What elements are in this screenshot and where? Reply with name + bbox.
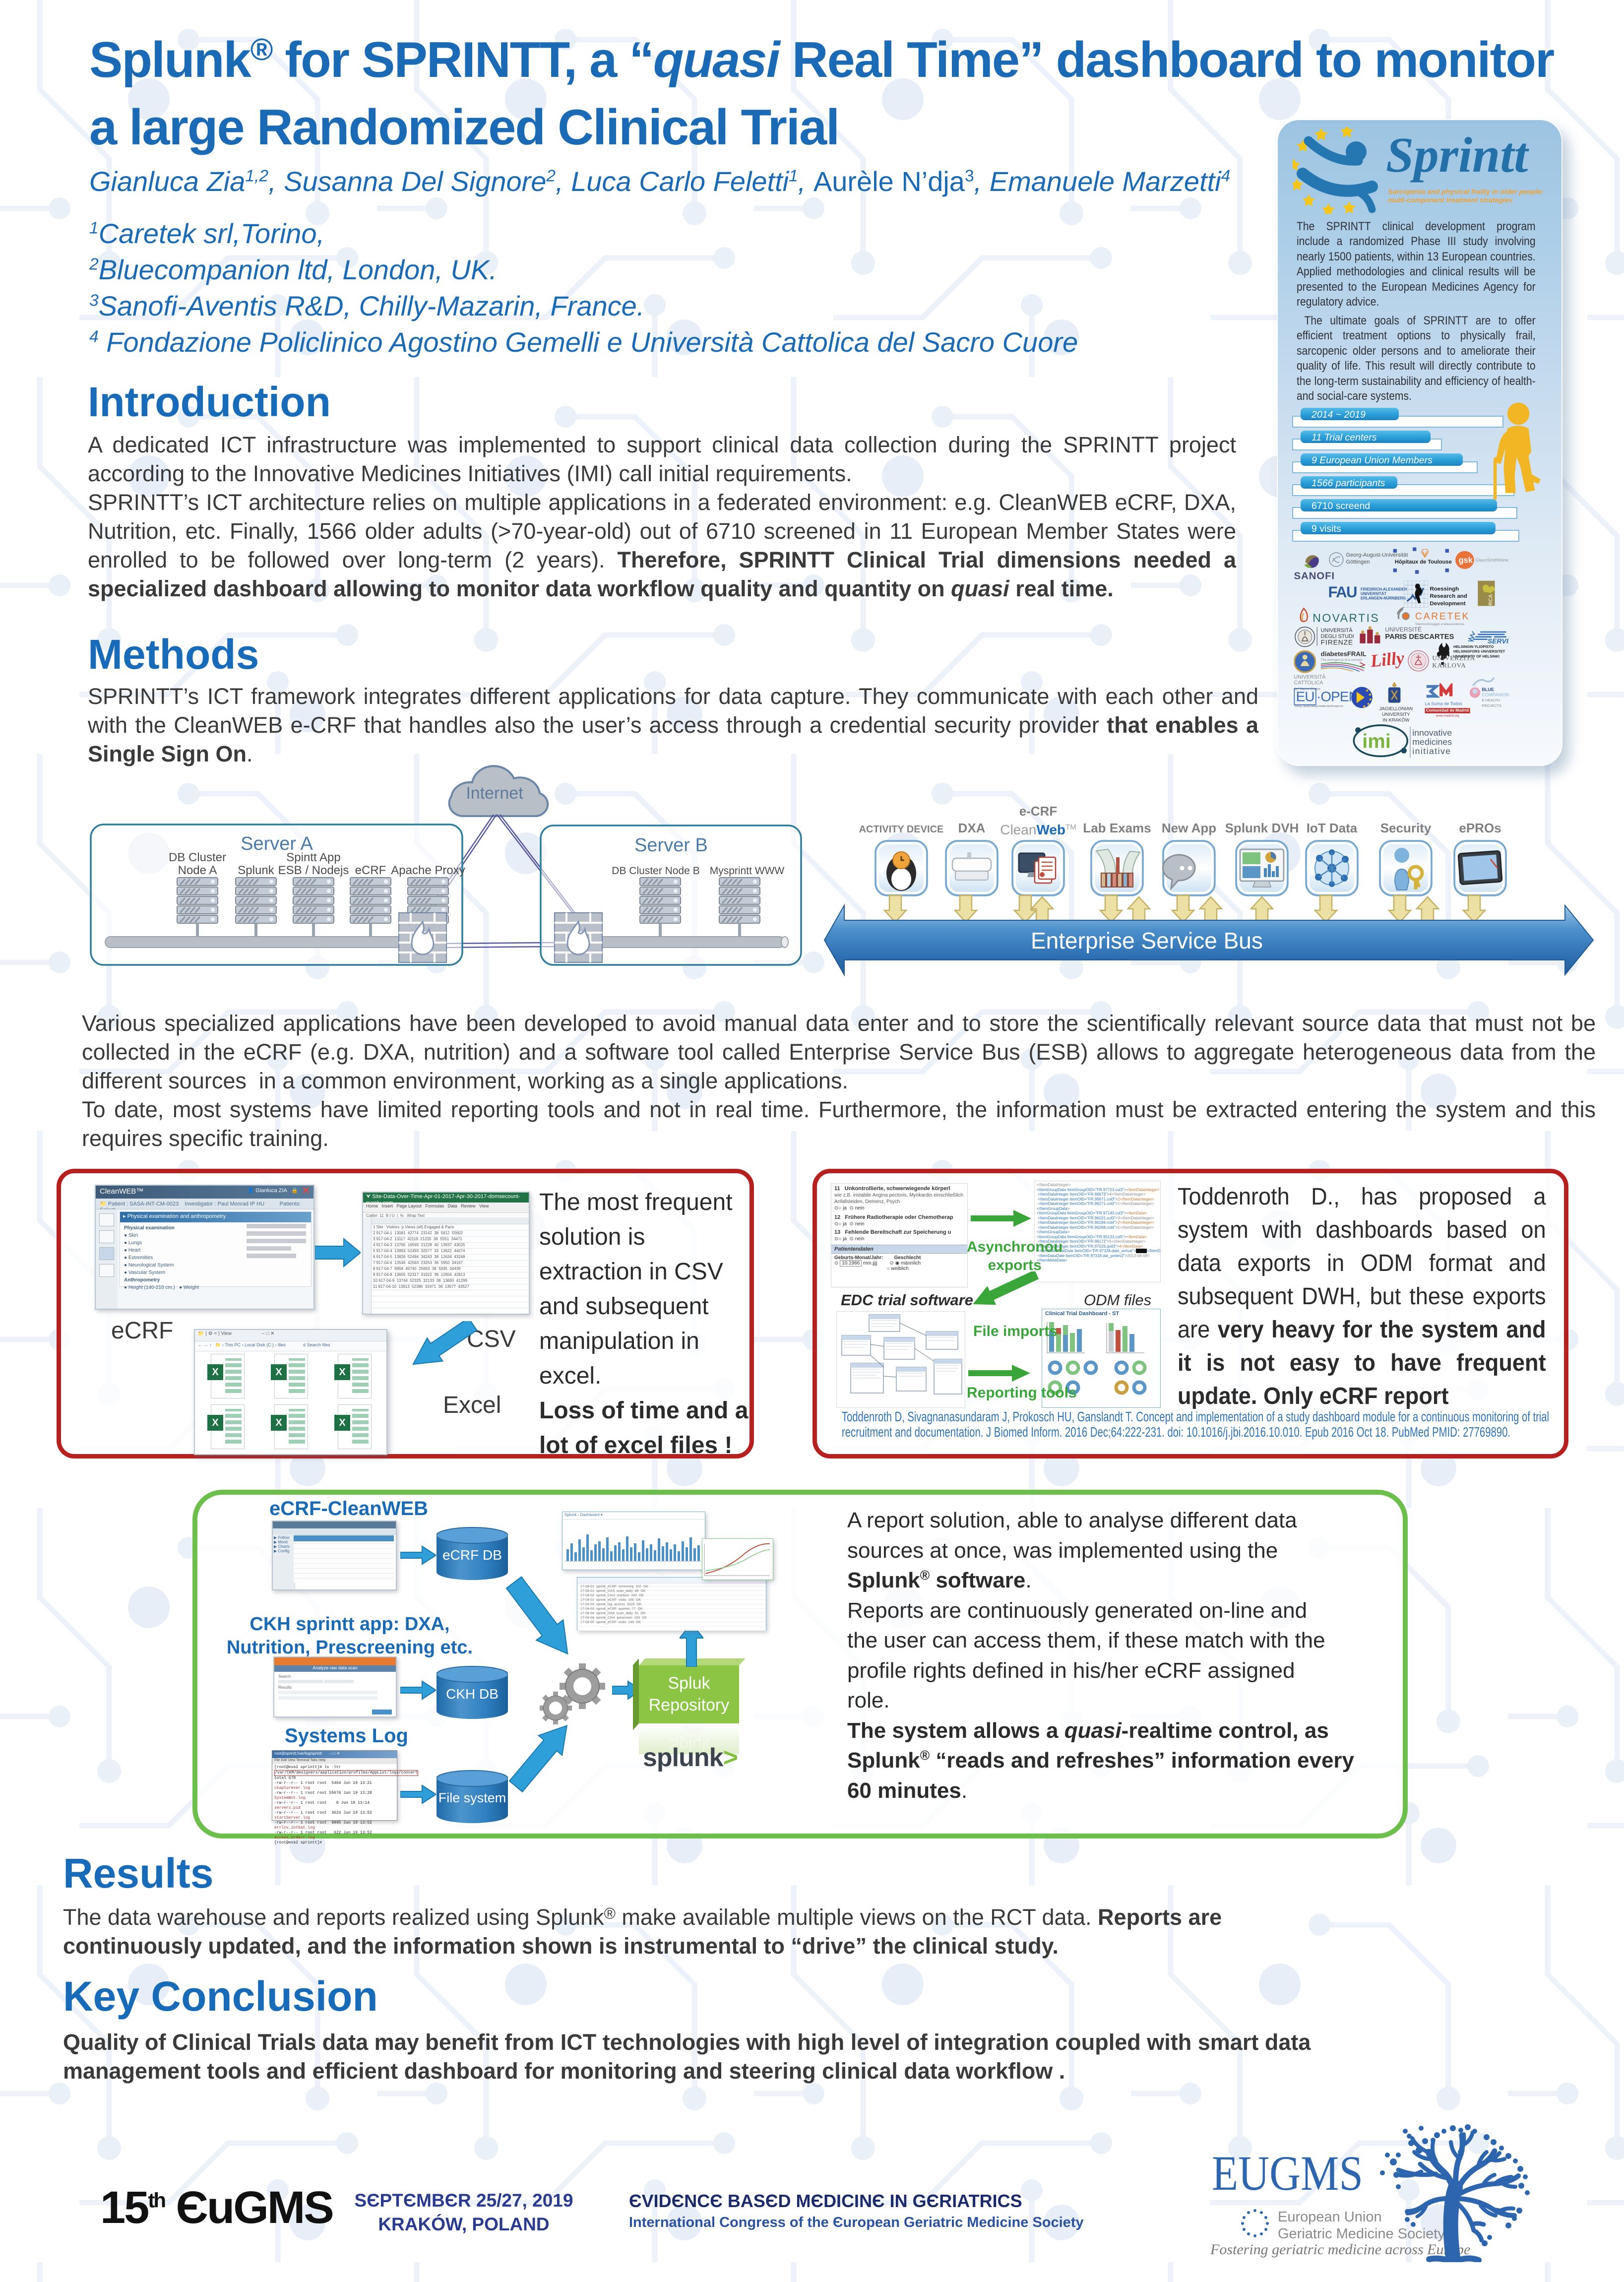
svg-text:EUGMS: EUGMS — [1212, 2146, 1363, 2201]
svg-text:Spintt App: Spintt App — [286, 851, 340, 864]
svg-text:SERVIER: SERVIER — [1488, 637, 1509, 644]
svg-text:Server A: Server A — [241, 833, 313, 854]
svg-text:Apache Proxy: Apache Proxy — [391, 864, 465, 877]
svg-text:Security: Security — [1380, 821, 1432, 835]
svg-text:6710 screend: 6710 screend — [1312, 501, 1370, 511]
svg-text:Toddenroth D, Sivagnanasundara: Toddenroth D, Sivagnanasundaram J, Proko… — [842, 1409, 1549, 1424]
svg-text:Mysprintt WWW: Mysprintt WWW — [710, 865, 785, 877]
svg-text:Server B: Server B — [634, 835, 708, 856]
svg-text:IoT Data: IoT Data — [1307, 821, 1358, 835]
svg-text:New App: New App — [1162, 821, 1216, 835]
svg-text:INRCA: INRCA — [1488, 594, 1494, 606]
svg-text:recruitment and documentation.: recruitment and documentation. J Biomed … — [842, 1424, 1510, 1440]
svg-text:innovative: innovative — [1412, 728, 1452, 738]
svg-text:ACTIVITY DEVICE: ACTIVITY DEVICE — [859, 824, 944, 835]
svg-text:Enterprise Service Bus: Enterprise Service Bus — [1031, 928, 1263, 953]
svg-text:2014 ~ 2019: 2014 ~ 2019 — [1311, 409, 1366, 420]
svg-text:imi: imi — [1362, 730, 1390, 752]
svg-text:initiative: initiative — [1412, 746, 1451, 756]
svg-text:11 Trial centers: 11 Trial centers — [1312, 432, 1377, 443]
svg-text:Internet: Internet — [466, 784, 523, 803]
svg-text:DB Cluster Node B: DB Cluster Node B — [612, 865, 699, 877]
svg-text:9 visits: 9 visits — [1312, 523, 1341, 534]
svg-text:DB Cluster: DB Cluster — [169, 851, 226, 864]
svg-text:9 European Union Members: 9 European Union Members — [1312, 455, 1433, 466]
svg-text:eCRF: eCRF — [355, 864, 386, 877]
svg-text:Splunk DVH: Splunk DVH — [1225, 821, 1299, 835]
svg-text:Splunk: Splunk — [238, 864, 274, 877]
svg-text:ePROs: ePROs — [1459, 821, 1501, 835]
svg-text:medicines: medicines — [1412, 737, 1452, 747]
svg-text:1566 participants: 1566 participants — [1312, 478, 1385, 489]
svg-text:CleanWebTM: CleanWebTM — [1000, 822, 1076, 837]
svg-text:e-CRF: e-CRF — [1019, 804, 1058, 819]
svg-text:Lab Exams: Lab Exams — [1083, 821, 1151, 835]
svg-text:ESB / Nodejs: ESB / Nodejs — [278, 864, 349, 877]
svg-text:DXA: DXA — [958, 821, 986, 835]
svg-text:Node A: Node A — [178, 864, 217, 877]
svg-text:gsk: gsk — [1459, 556, 1473, 565]
